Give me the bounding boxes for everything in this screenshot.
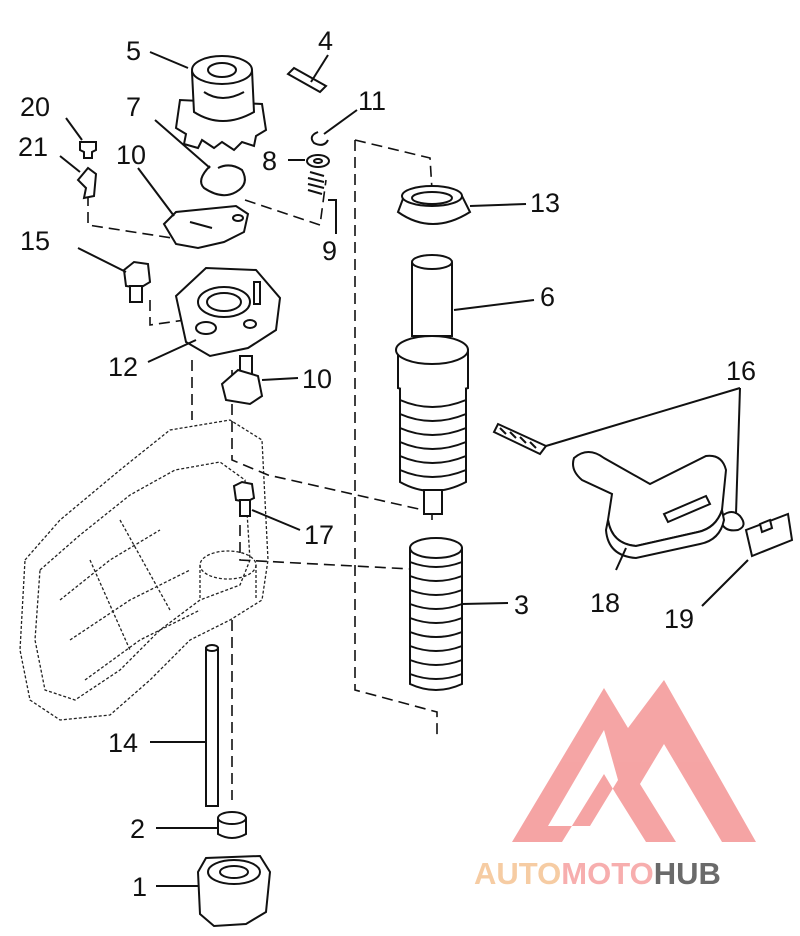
label-part-17: 17 — [304, 520, 334, 550]
svg-text:AUTOMOTOHUB: AUTOMOTOHUB — [474, 856, 721, 891]
part-6-pulley — [395, 254, 535, 515]
label-part-11: 11 — [358, 86, 386, 116]
label-part-5: 5 — [126, 36, 141, 66]
label-part-10-upper: 10 — [116, 140, 146, 170]
label-part-16: 16 — [726, 356, 756, 386]
part-17-bolt — [232, 480, 301, 531]
label-part-20: 20 — [20, 92, 50, 122]
part-18-handle — [572, 451, 728, 571]
watermark-text-auto: AUTO — [474, 856, 561, 891]
part-14-rod — [150, 644, 219, 807]
watermark-logo: AUTOMOTOHUB — [474, 680, 756, 891]
part-7-spring-wire — [154, 119, 246, 197]
watermark-text-moto: MOTO — [561, 856, 653, 891]
part-8-washer — [288, 154, 330, 168]
assembly-lines — [87, 139, 438, 800]
part-19-insert — [701, 512, 794, 607]
label-part-6: 6 — [540, 282, 555, 312]
part-2-cap — [156, 811, 247, 839]
part-15-bolt — [77, 247, 152, 303]
label-part-9: 9 — [322, 236, 337, 266]
part-13-bushing — [396, 185, 527, 225]
part-10-stop — [220, 355, 299, 406]
part-9-spring — [307, 171, 337, 234]
part-4-pin — [286, 54, 329, 94]
label-part-3: 3 — [514, 590, 529, 620]
label-part-2: 2 — [130, 814, 145, 844]
watermark-text-hub: HUB — [654, 856, 721, 891]
label-part-12: 12 — [108, 352, 138, 382]
engine-casting-outline — [19, 419, 269, 721]
label-part-4: 4 — [318, 26, 333, 56]
part-3-rewind-spring — [409, 537, 509, 691]
part-16-rope — [492, 387, 745, 532]
label-part-19: 19 — [664, 604, 694, 634]
label-part-10-lower: 10 — [302, 364, 332, 394]
label-part-13: 13 — [530, 188, 560, 218]
label-part-1: 1 — [132, 872, 147, 902]
part-10-lever-plate — [137, 167, 250, 250]
part-number-labels: 5 4 20 7 11 21 10 8 13 9 15 6 12 16 10 1… — [18, 26, 756, 902]
part-21-clip — [59, 155, 98, 200]
label-part-15: 15 — [20, 226, 50, 256]
watermark-triangle-icon — [512, 680, 756, 842]
part-5-gear — [174, 55, 268, 152]
label-part-14: 14 — [108, 728, 138, 758]
part-11-clip — [310, 109, 358, 146]
label-part-8: 8 — [262, 146, 277, 176]
part-1-housing-base — [156, 854, 272, 928]
label-part-21: 21 — [18, 132, 48, 162]
part-20-screw — [65, 117, 97, 159]
part-12-bracket-plate — [147, 266, 282, 363]
label-part-7: 7 — [126, 92, 141, 122]
label-part-18: 18 — [590, 588, 620, 618]
